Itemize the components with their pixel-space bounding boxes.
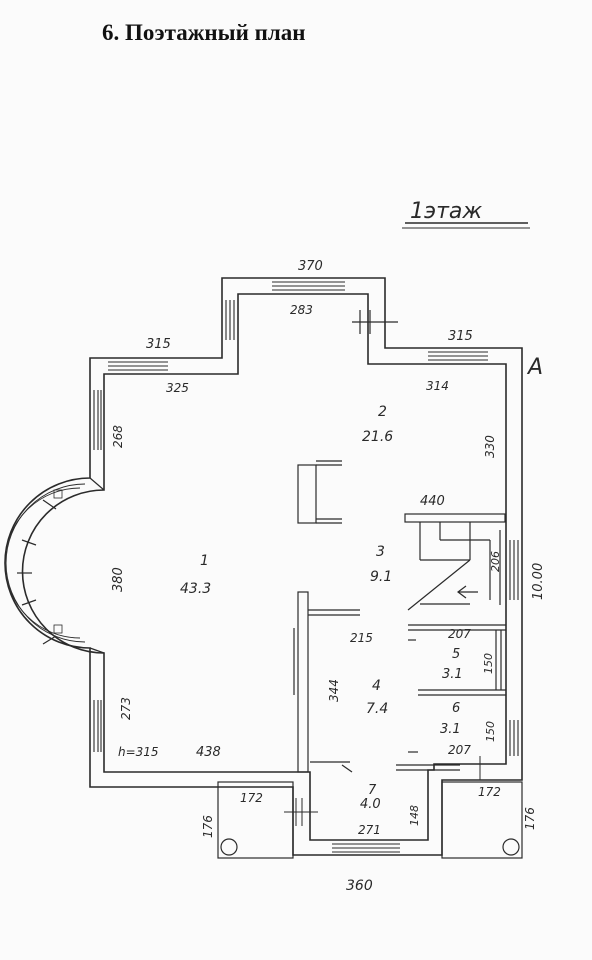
window-right-lower [509, 720, 519, 756]
dimension-labels: 370 283 315 315 325 314 268 330 380 440 … [111, 259, 546, 894]
window-top [272, 281, 345, 291]
fireplace [297, 460, 342, 524]
porch-right [441, 781, 523, 859]
dim-176-left: 176 [201, 815, 215, 838]
dim-150-bottom: 150 [484, 721, 497, 742]
dim-283: 283 [290, 303, 313, 317]
bay-window [4, 477, 105, 654]
room-1-area: 43.3 [180, 581, 211, 597]
window-top-right [428, 351, 488, 361]
room-3-area: 9.1 [370, 569, 392, 585]
dim-440: 440 [420, 494, 445, 509]
window-left-upper [93, 390, 102, 450]
stair-arrow [457, 585, 478, 599]
door-ticks [284, 756, 481, 826]
dim-370: 370 [298, 259, 323, 274]
window-top-left [108, 361, 168, 371]
dim-207-top: 207 [448, 627, 471, 641]
room-2-number: 2 [378, 404, 387, 420]
window-bottom [332, 843, 400, 853]
dim-206: 206 [489, 551, 502, 572]
room-4-area: 7.4 [366, 701, 388, 717]
room-6-number: 6 [452, 701, 460, 716]
dim-148: 148 [408, 805, 421, 826]
dim-215: 215 [350, 631, 373, 645]
dim-176-right: 176 [523, 807, 537, 830]
outer-wall-inner [21, 293, 507, 841]
dim-207-bottom: 207 [448, 743, 471, 757]
dim-273: 273 [119, 697, 133, 720]
dim-314: 314 [426, 379, 449, 393]
window-right-upper [509, 540, 519, 600]
dim-172-left: 172 [240, 791, 263, 805]
room-1-number: 1 [200, 553, 209, 569]
room-6-area: 3.1 [440, 722, 461, 737]
height-note: h=315 [118, 745, 159, 759]
room-labels: 1 43.3 2 21.6 3 9.1 4 7.4 5 3.1 6 3.1 7 … [180, 404, 463, 812]
room-4-number: 4 [372, 678, 381, 694]
dim-1000: 10.00 [531, 563, 546, 600]
floor-label: 1этаж [402, 199, 530, 229]
door-mark-top [352, 310, 398, 334]
floor-label-text: 1этаж [410, 199, 482, 224]
internal-walls [293, 513, 506, 773]
outer-wall-outer [4, 277, 523, 856]
room-7-area: 4.0 [360, 797, 381, 812]
dim-380: 380 [111, 567, 126, 592]
dim-325: 325 [166, 381, 189, 395]
dim-271: 271 [358, 823, 381, 837]
dim-172-right: 172 [478, 785, 501, 799]
dim-268: 268 [111, 425, 125, 448]
room-5-area: 3.1 [442, 667, 463, 682]
dim-330: 330 [483, 435, 497, 458]
dim-315-right: 315 [448, 329, 473, 344]
window-left-lower [93, 700, 102, 752]
dim-315-left: 315 [146, 337, 171, 352]
window-bump-left [225, 300, 235, 340]
room-2-area: 21.6 [362, 429, 393, 445]
page-title: 6. Поэтажный план [102, 20, 306, 45]
section-mark-a: А [526, 355, 543, 380]
room-3-number: 3 [376, 544, 385, 560]
porch-left [217, 781, 294, 859]
room-7-number: 7 [368, 783, 377, 798]
dim-150-top: 150 [482, 653, 495, 674]
dim-360: 360 [346, 878, 373, 894]
windows [53, 281, 519, 853]
dim-344: 344 [327, 679, 341, 702]
room-5-number: 5 [452, 647, 460, 662]
dim-438: 438 [196, 745, 221, 760]
